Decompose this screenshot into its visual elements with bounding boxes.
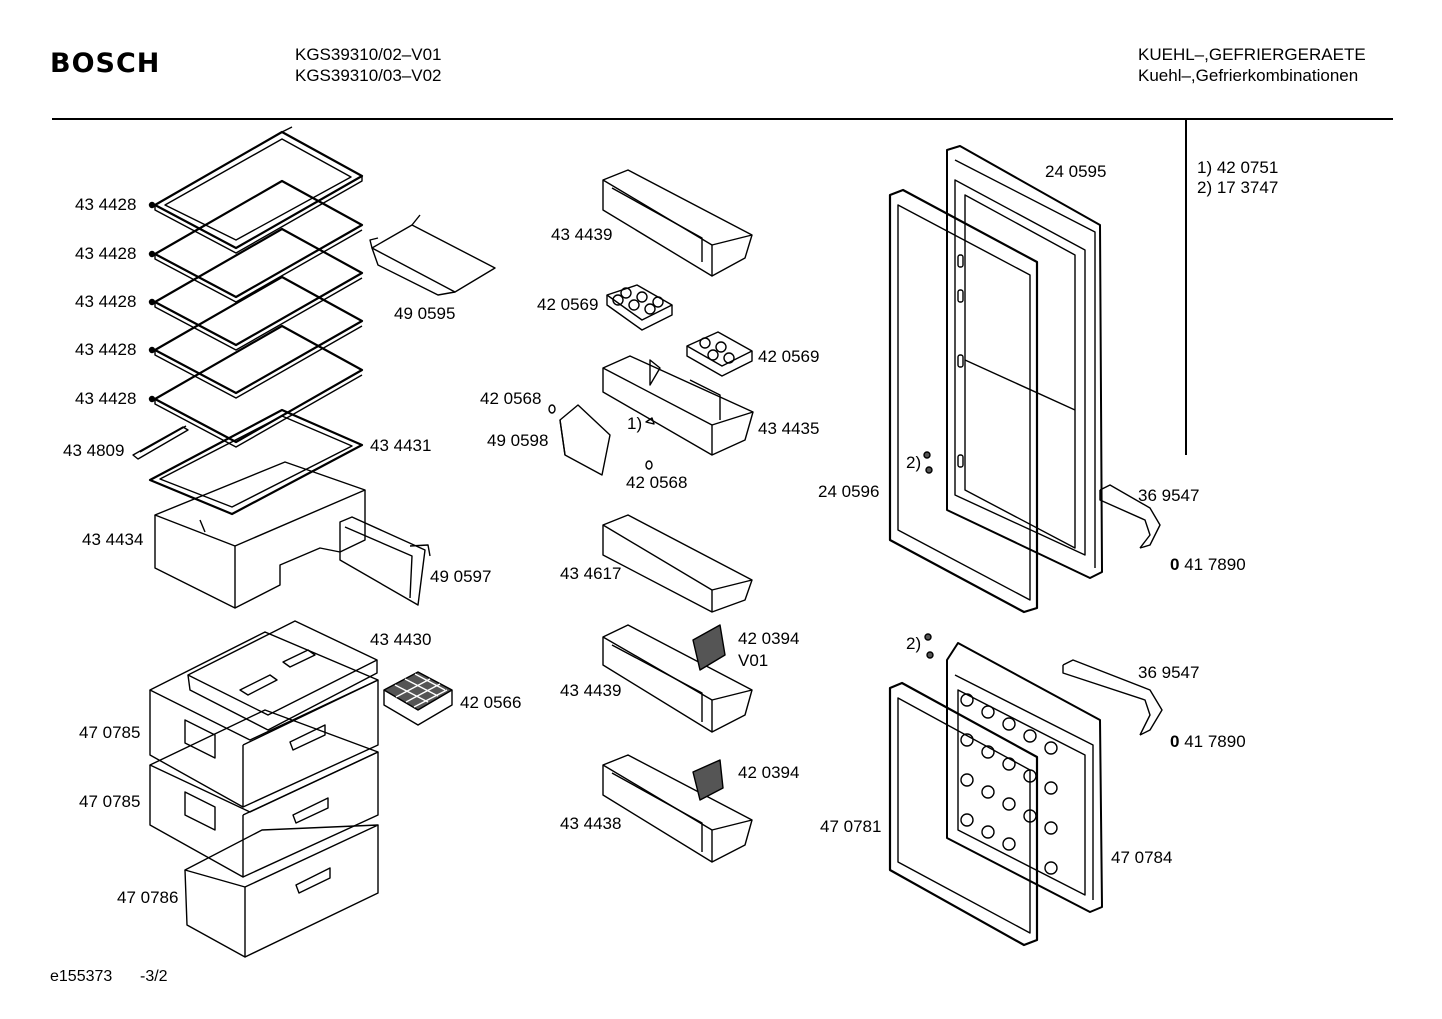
label-handle-part-2: 0 41 7890 [1170, 732, 1246, 752]
handle-part-2-number: 41 7890 [1179, 732, 1246, 751]
glass-shelf-stack [150, 127, 363, 447]
label-divider-1-version: V01 [738, 651, 769, 670]
label-icecube-tray: 42 0566 [460, 693, 522, 712]
model-number-1: KGS39310/02–V01 [295, 45, 442, 64]
label-shelf-4: 43 4428 [75, 340, 137, 359]
freezer-drawer-1 [150, 632, 378, 807]
label-egg-tray-1: 42 0569 [537, 295, 599, 314]
hinge-screws-bottom [925, 634, 933, 658]
category-subtitle: Kuehl–,Gefrierkombinationen [1138, 66, 1359, 85]
egg-tray-2 [687, 332, 752, 376]
egg-flap [560, 405, 610, 475]
label-crisper: 43 4434 [82, 530, 144, 549]
label-shelf-5: 43 4428 [75, 389, 137, 408]
label-door-bin-5: 43 4438 [560, 814, 622, 833]
label-door-bin-2: 43 4435 [758, 419, 820, 438]
label-handle-1: 36 9547 [1138, 486, 1200, 505]
freezer-tray-lid [188, 621, 377, 730]
door-handle-1 [1100, 485, 1160, 548]
egg-tray-1 [607, 285, 672, 330]
label-rail: 43 4809 [63, 441, 125, 460]
glass-shelf-1 [155, 127, 362, 253]
handle-part-1-prefix: 0 [1170, 555, 1180, 574]
label-freezer-gasket: 47 0781 [820, 817, 882, 836]
door-bin-434438 [603, 755, 752, 862]
label-screw-1: 42 0568 [480, 389, 542, 408]
label-door-bin-1: 43 4439 [551, 225, 613, 244]
label-cover-shelf: 43 4431 [370, 436, 432, 455]
document-id: e155373 [50, 968, 113, 985]
label-handle-part-1: 0 41 7890 [1170, 555, 1246, 575]
handle-part-2-prefix: 0 [1170, 732, 1180, 751]
label-handle-2: 36 9547 [1138, 663, 1200, 682]
door-bin-434439-top [603, 170, 752, 276]
shelf-rail-part [133, 426, 188, 459]
ice-cube-tray [384, 672, 452, 725]
label-door-bin-3: 43 4617 [560, 564, 622, 583]
label-tray: 49 0595 [394, 304, 456, 323]
freezer-drawer-3 [185, 825, 378, 957]
door-bin-434435 [603, 356, 753, 455]
bottle-divider-2 [693, 760, 723, 800]
label-note-2-marker-a: 2) [906, 453, 922, 472]
crisper-cover-shelf [150, 410, 362, 514]
label-fridge-door: 24 0595 [1045, 162, 1107, 181]
notes-divider [1185, 120, 1187, 455]
crisper-front-panel [340, 517, 430, 605]
fridge-door [947, 146, 1102, 578]
label-screw-2: 42 0568 [626, 473, 688, 492]
door-handle-2 [1063, 660, 1162, 735]
label-icetray-lid: 43 4430 [370, 630, 432, 649]
category-title: KUEHL–,GEFRIERGERAETE [1138, 45, 1366, 64]
label-freezer-door: 47 0784 [1111, 848, 1173, 867]
label-flap: 49 0598 [487, 431, 549, 450]
glass-shelf-3 [155, 229, 362, 350]
freezer-door-gasket [890, 683, 1037, 945]
label-note-2-marker-b: 2) [906, 634, 922, 653]
label-drawer-2: 47 0785 [79, 792, 141, 811]
label-divider-1: 42 0394 [738, 629, 800, 648]
label-note-1-marker: 1) [627, 414, 643, 433]
note-2: 2) 17 3747 [1197, 178, 1279, 197]
label-crisper-front: 49 0597 [430, 567, 492, 586]
crisper-drawer [155, 462, 365, 608]
header-divider [52, 118, 1393, 120]
hinge-screws-top [924, 452, 932, 473]
model-number-2: KGS39310/03–V02 [295, 66, 442, 85]
fridge-door-gasket [890, 190, 1037, 612]
note-1: 1) 42 0751 [1197, 158, 1279, 177]
brand-logo: BOSCH [50, 48, 161, 79]
label-egg-tray-2: 42 0569 [758, 347, 820, 366]
label-divider-2: 42 0394 [738, 763, 800, 782]
page-number: -3/2 [140, 968, 168, 985]
freezer-drawer-2 [150, 710, 378, 877]
small-screws [549, 405, 654, 469]
door-bin-434617 [603, 515, 752, 612]
label-fridge-gasket: 24 0596 [818, 482, 880, 501]
label-shelf-3: 43 4428 [75, 292, 137, 311]
bottle-divider-1 [693, 625, 725, 670]
label-door-bin-4: 43 4439 [560, 681, 622, 700]
label-shelf-2: 43 4428 [75, 244, 137, 263]
freezer-door-dimples [961, 694, 1057, 874]
handle-part-1-number: 41 7890 [1179, 555, 1246, 574]
glass-shelf-5 [155, 326, 362, 447]
dairy-tray [370, 215, 495, 295]
door-bin-434439-mid [603, 625, 752, 732]
label-drawer-3: 47 0786 [117, 888, 179, 907]
label-drawer-1: 47 0785 [79, 723, 141, 742]
glass-shelf-2 [155, 181, 362, 302]
label-shelf-1: 43 4428 [75, 195, 137, 214]
freezer-door [947, 643, 1102, 912]
